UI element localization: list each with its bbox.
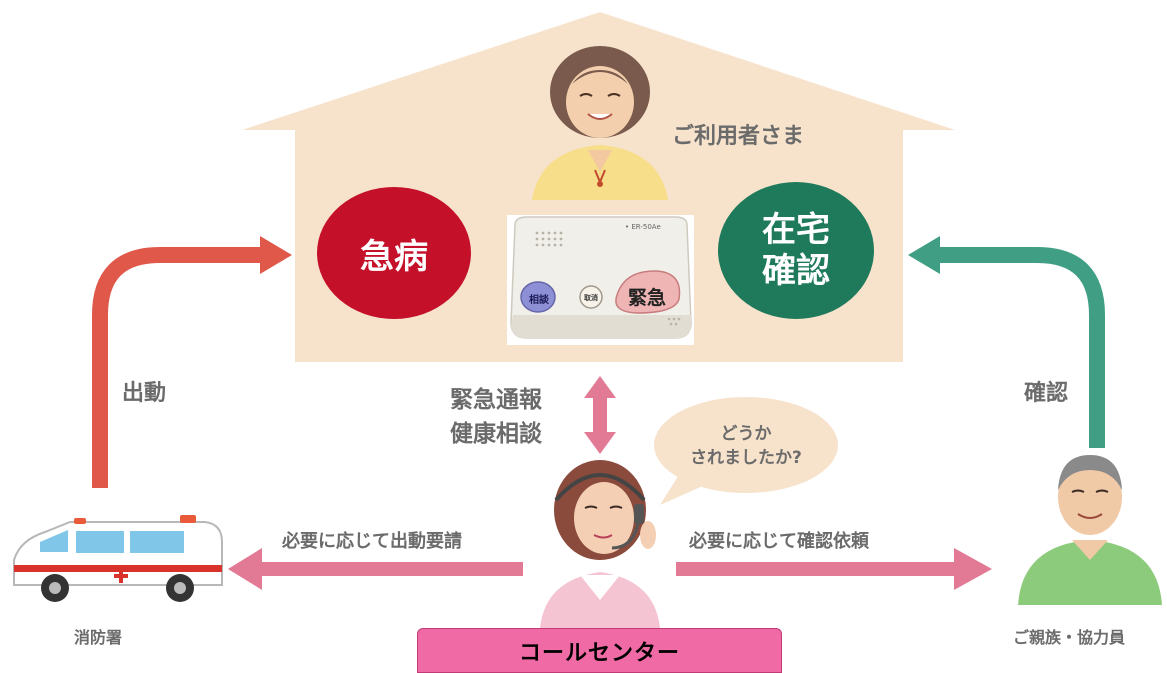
home-check-line1: 在宅 [762,209,830,250]
emergency-call-device: • ER-50Ae 相談 取消 緊急 [507,215,694,345]
two-way-arrow [584,376,616,454]
home-check-line2: 確認 [762,250,830,291]
call-center-box: コールセンター [417,628,782,673]
fire-station-label: 消防署 [74,628,123,647]
cancel-button: 取消 [584,294,598,302]
device-model-label: • ER-50Ae [625,223,661,231]
call-center-label: コールセンター [518,640,680,666]
health-consult-label: 健康相談 [450,421,542,447]
speech-line-2: されましたか? [690,448,802,468]
speech-bubble-text: どうか されましたか? [670,422,822,470]
dispatch-request-label: 必要に応じて出動要請 [282,531,462,552]
request-confirm-arrow [676,548,992,590]
user-label: ご利用者さま [672,124,805,149]
request-dispatch-arrow [228,548,523,590]
middle-label: 緊急通報 健康相談 [450,383,542,451]
confirm-label: 確認 [1024,381,1069,406]
dispatch-label: 出動 [122,381,167,406]
speech-line-1: どうか [720,424,772,444]
ambulance-illustration [13,515,223,602]
dispatch-arrow [92,236,292,488]
emergency-circle: 急病 [317,187,471,319]
emergency-circle-label: 急病 [360,236,428,277]
speech-bubble [654,397,838,505]
emergency-button: 緊急 [628,287,667,309]
operator-figure [540,460,660,628]
consult-button: 相談 [529,295,549,306]
emergency-report-label: 緊急通報 [450,387,542,413]
family-helper-label: ご親族・協力員 [1013,628,1126,647]
home-check-circle: 在宅 確認 [718,182,874,319]
confirm-request-label: 必要に応じて確認依頼 [689,531,869,552]
confirm-arrow [908,236,1105,448]
family-member-figure [1018,455,1162,605]
elderly-user-figure [532,46,668,200]
device-illustration [510,216,692,339]
